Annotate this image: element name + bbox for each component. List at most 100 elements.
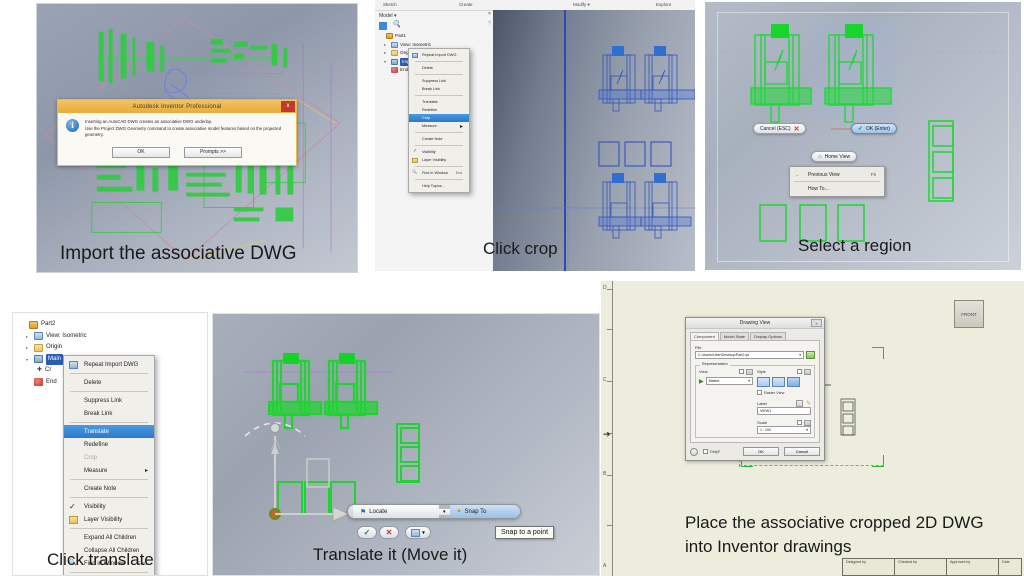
menu-item-find-in-window[interactable]: 🔍 Find in Window End bbox=[69, 560, 147, 567]
raster-view-checkbox[interactable] bbox=[757, 390, 762, 395]
ribbon-tab-explore[interactable]: Explore bbox=[656, 2, 672, 7]
file-combobox[interactable]: C:\Users\User\Desktop\Part2.ipt ▾ bbox=[695, 351, 804, 359]
menu-item-how-to[interactable]: How To... bbox=[790, 183, 884, 194]
home-view-button[interactable]: ⌂ Home View bbox=[811, 151, 858, 162]
recover-icon[interactable] bbox=[690, 447, 698, 456]
raster-view-row[interactable]: Raster View bbox=[757, 390, 811, 395]
filter-icon[interactable] bbox=[379, 22, 387, 30]
tab-display-options[interactable]: Display Options bbox=[750, 332, 787, 340]
close-icon[interactable]: × bbox=[811, 319, 822, 327]
accept-button[interactable]: ✓ bbox=[357, 526, 377, 539]
label-toggle-icon[interactable] bbox=[795, 400, 803, 407]
tree-item[interactable]: End bbox=[21, 377, 87, 389]
menu-item-delete[interactable]: Delete bbox=[84, 379, 102, 386]
menu-item-previous-view[interactable]: ← Previous View F5 bbox=[790, 169, 884, 180]
chevron-down-icon[interactable]: ▾ bbox=[26, 356, 29, 362]
dirty-row[interactable]: DirtyF bbox=[703, 449, 720, 454]
tree-item[interactable]: Part2 bbox=[21, 319, 87, 331]
ruler-letter: B bbox=[603, 471, 607, 477]
chevron-right-icon[interactable]: ▸ bbox=[384, 50, 387, 55]
chevron-right-icon[interactable]: ▸ bbox=[26, 333, 29, 339]
cancel-button[interactable]: ✕ bbox=[379, 526, 399, 539]
drag-handle[interactable] bbox=[348, 505, 353, 518]
repeat-icon bbox=[69, 360, 78, 369]
close-icon[interactable]: × bbox=[488, 11, 491, 17]
menu-item-break-link[interactable]: Break Link bbox=[84, 410, 113, 417]
menu-item-repeat-import-dwg[interactable]: Repeat Import DWG bbox=[409, 51, 469, 59]
menu-item-redefine[interactable]: Redefine bbox=[84, 441, 109, 448]
cancel-esc-button[interactable]: Cancel (ESC) ✕ bbox=[753, 123, 807, 134]
dirty-checkbox[interactable] bbox=[703, 449, 708, 454]
menu-item-visibility[interactable]: ✓ Visibility bbox=[69, 502, 106, 511]
chevron-down-icon[interactable]: ▾ bbox=[799, 353, 801, 357]
locate-dropdown-caret[interactable]: ▾ bbox=[439, 508, 450, 515]
tree-item[interactable]: ▸ Origin bbox=[21, 342, 87, 354]
chevron-down-icon[interactable]: ▾ bbox=[748, 379, 750, 383]
menu-item-measure[interactable]: Measure ▸ bbox=[84, 467, 148, 475]
tree-item[interactable]: Part1 bbox=[379, 32, 431, 41]
scale-checkbox[interactable] bbox=[797, 420, 802, 425]
tree-item[interactable]: ▸ View: Isometric bbox=[379, 41, 431, 50]
menu-item-create-note[interactable]: Create Note bbox=[422, 137, 443, 141]
chevron-right-icon[interactable]: ▸ bbox=[26, 345, 29, 350]
tree-item[interactable]: ▸ View: Isometric bbox=[21, 331, 87, 343]
help-icon[interactable]: ? bbox=[488, 21, 491, 27]
chevron-down-icon[interactable]: ▾ bbox=[384, 58, 387, 64]
view-checkbox[interactable] bbox=[739, 369, 744, 374]
scale-combobox[interactable]: 1 : 100 ▾ bbox=[757, 426, 811, 434]
menu-item-help-topics[interactable]: Help Topics... bbox=[422, 184, 445, 188]
tab-component[interactable]: Component bbox=[690, 332, 719, 340]
chevron-right-icon[interactable]: ▸ bbox=[384, 41, 387, 47]
style-hidden-line-removed-icon[interactable] bbox=[772, 377, 785, 387]
locate-button[interactable]: ⚑ Locate bbox=[353, 505, 439, 518]
tree-item-label: End bbox=[46, 378, 57, 385]
view-options-icon[interactable] bbox=[746, 369, 753, 375]
menu-item-expand-all-children[interactable]: Expand All Children bbox=[84, 534, 137, 541]
ok-button[interactable]: OK bbox=[743, 447, 779, 456]
ribbon-tab-sketch[interactable]: Sketch bbox=[383, 2, 397, 7]
menu-item-suppress-link[interactable]: Suppress Link bbox=[422, 79, 447, 83]
snap-to-button[interactable]: ✦ Snap To bbox=[449, 505, 520, 518]
menu-item-layer-visibility[interactable]: Layer Visibility bbox=[409, 156, 469, 164]
cancel-button[interactable]: Cancel bbox=[784, 447, 820, 456]
menu-item-break-link[interactable]: Break Link bbox=[422, 87, 440, 91]
ok-enter-button[interactable]: ✓ OK (Enter) bbox=[851, 123, 897, 134]
tree-item-selected[interactable]: ▾ Main bbox=[21, 353, 87, 365]
chevron-down-icon[interactable]: ▾ bbox=[806, 428, 808, 432]
menu-item-translate[interactable]: Translate bbox=[64, 425, 154, 438]
menu-item-crop[interactable]: Crop bbox=[409, 114, 469, 122]
style-shaded-icon[interactable] bbox=[787, 377, 800, 387]
menu-item-find-in-window[interactable]: 🔍 Find in Window End bbox=[409, 169, 469, 177]
menu-item-suppress-link[interactable]: Suppress Link bbox=[84, 397, 123, 404]
graphics-viewport[interactable] bbox=[493, 10, 695, 271]
style-hidden-line-icon[interactable] bbox=[757, 377, 770, 387]
view-cube[interactable]: FRONT bbox=[954, 300, 984, 328]
menu-item-layer-visibility[interactable]: Layer Visibility bbox=[64, 513, 154, 526]
ribbon-tab-create[interactable]: Create bbox=[459, 2, 473, 7]
menu-item-translate[interactable]: Translate bbox=[422, 100, 438, 104]
browser-title[interactable]: Model ▾ bbox=[379, 13, 397, 19]
menu-item-redefine[interactable]: Redefine bbox=[422, 108, 438, 112]
ribbon-tab-modify[interactable]: Modify ▾ bbox=[573, 2, 590, 7]
menu-item-collapse-all-children[interactable]: Collapse All Children bbox=[84, 547, 140, 554]
edit-pencil-icon[interactable]: ✎ bbox=[805, 401, 811, 407]
view-rep-combobox[interactable]: Master ▾ bbox=[705, 377, 753, 385]
style-checkbox[interactable] bbox=[797, 369, 802, 374]
menu-item-create-note[interactable]: Create Note bbox=[84, 485, 117, 492]
tree-item[interactable]: ✚ Cr bbox=[21, 365, 87, 377]
scale-options-icon[interactable] bbox=[804, 420, 811, 426]
menu-item-measure[interactable]: Measure ▸ bbox=[422, 123, 463, 130]
browse-file-icon[interactable] bbox=[806, 351, 815, 359]
tree-item[interactable]: ▸ Origin bbox=[379, 49, 431, 58]
ok-button[interactable]: OK bbox=[112, 146, 170, 158]
style-options-icon[interactable] bbox=[804, 369, 811, 375]
search-icon[interactable]: 🔍 bbox=[392, 21, 401, 28]
menu-item-delete[interactable]: Delete bbox=[422, 66, 433, 70]
menu-item-repeat-import-dwg[interactable]: Repeat Import DWG bbox=[64, 358, 154, 371]
options-button[interactable]: ▾ bbox=[405, 526, 431, 539]
tab-model-state[interactable]: Model State bbox=[719, 332, 750, 340]
label-input[interactable]: VIEW1 bbox=[757, 407, 811, 415]
prompts-button[interactable]: Prompts >> bbox=[184, 146, 242, 158]
close-icon[interactable]: x bbox=[281, 101, 295, 112]
menu-item-visibility[interactable]: ✓ Visibility bbox=[409, 148, 469, 156]
